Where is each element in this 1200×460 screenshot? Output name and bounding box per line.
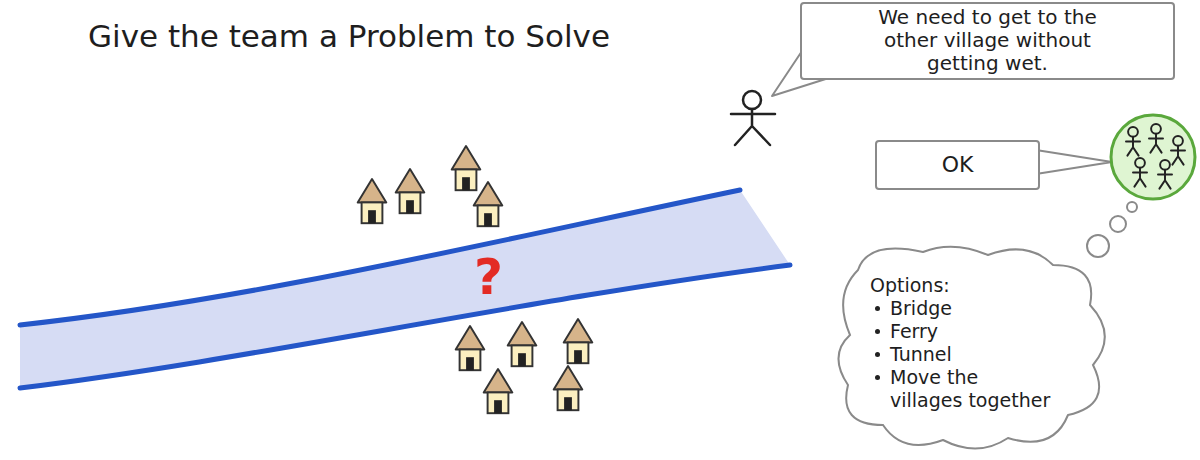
thought-cloud: Options:BridgeFerryTunnelMove the villag… [828,240,1113,455]
list-heading: Options: [870,274,1054,297]
list-text: Ferry [890,320,938,342]
cloud-outline-path [838,247,1104,449]
ok-tail [1036,150,1112,174]
list-item: Move the villages together [870,366,1054,412]
cloud-outline [828,240,1113,455]
list-text: Move the villages together [890,366,1050,411]
bubble-text: We need to get to the other village with… [862,6,1113,75]
text-group: Options:BridgeFerryTunnelMove the villag… [870,274,1054,412]
reply-bubble: OK [875,140,1040,190]
diagram-title: Give the team a Problem to Solve [88,18,610,55]
stick-figure [731,91,775,145]
speech-bubble: We need to get to the other village with… [800,2,1175,80]
river-water [20,190,790,388]
village-top [358,146,503,226]
river-bank [20,265,790,388]
question-mark: ? [474,252,503,302]
thought-trail [1087,202,1137,257]
list-item: Bridge [870,297,1054,320]
bullet-dot [875,306,880,311]
team-people [1126,124,1185,189]
list-item: Tunnel [870,343,1054,366]
text-group: We need to get to the other village with… [862,6,1113,75]
bullet-dot [875,329,880,334]
bubble-text: OK [942,152,974,178]
list-text: Bridge [890,297,952,319]
bullet-dot [875,352,880,357]
text-group: OK [942,152,974,178]
village-bottom [456,319,593,413]
bullet-dot [875,375,880,380]
list-text: Tunnel [890,343,952,365]
list-item: Ferry [870,320,1054,343]
team-circle [1111,115,1195,199]
